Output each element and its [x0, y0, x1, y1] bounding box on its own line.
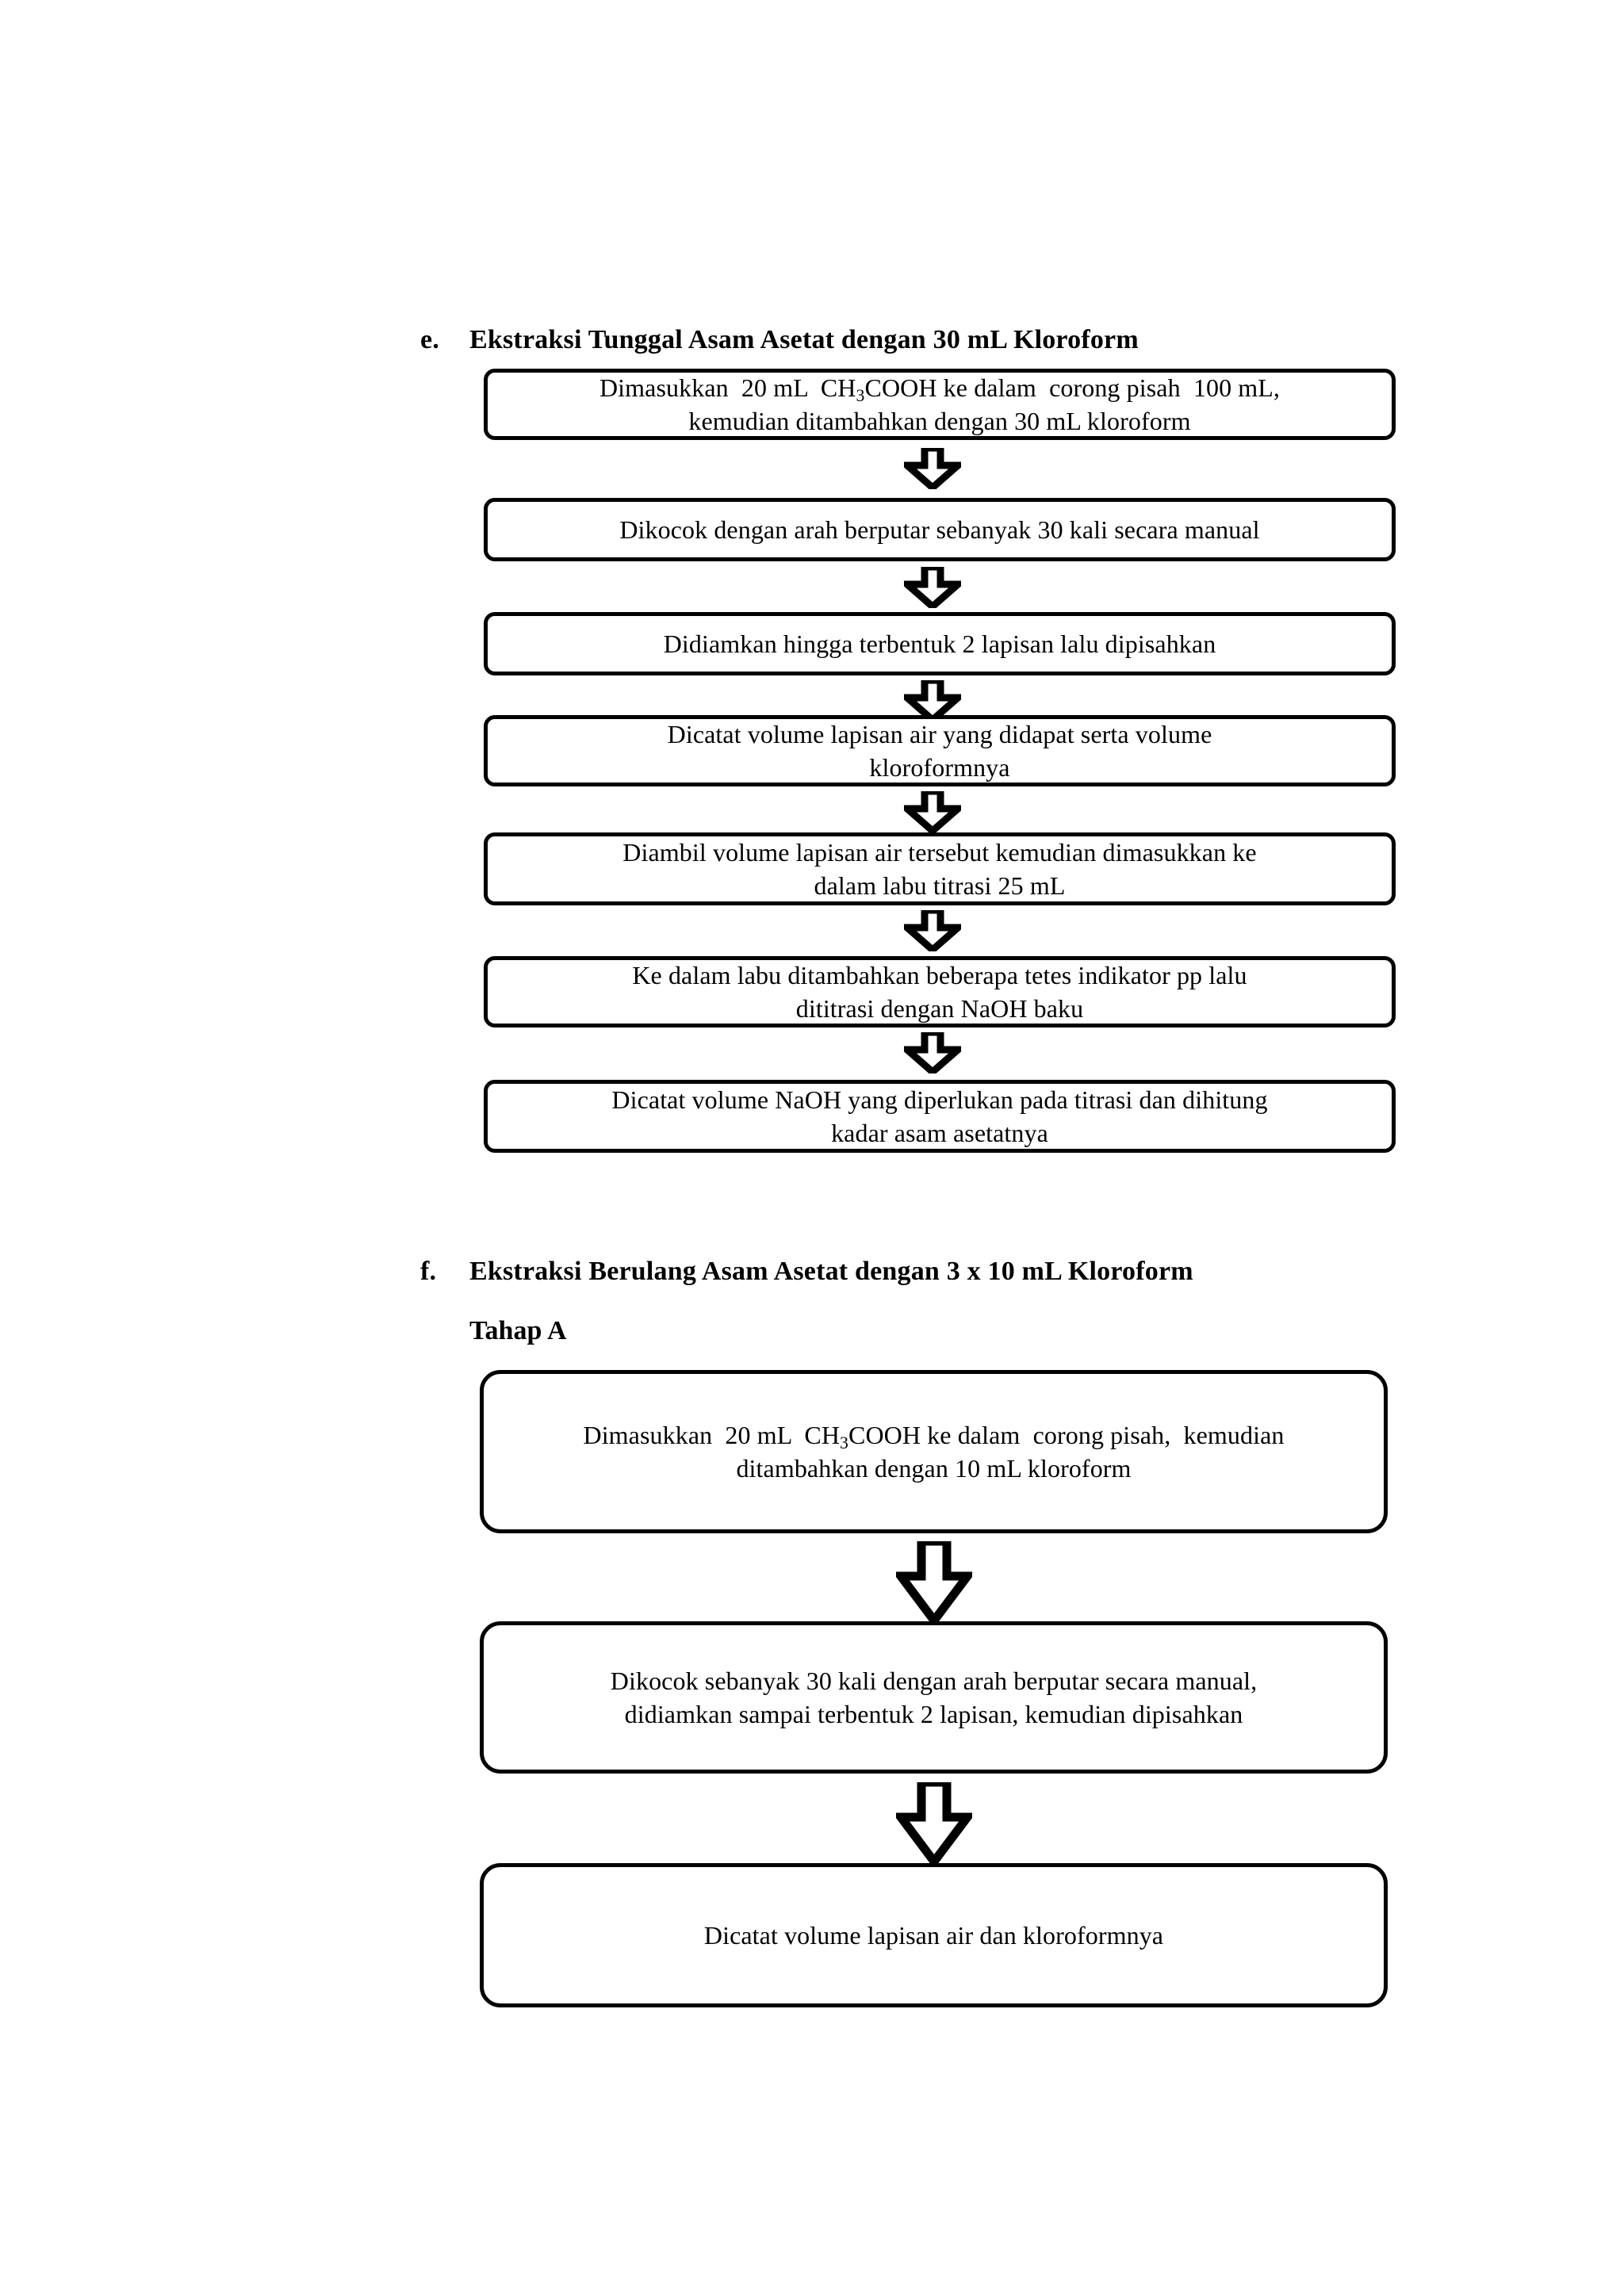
flow-line: Ke dalam labu ditambahkan beberapa tetes…: [632, 960, 1247, 989]
flow-box-f-1-text: Dimasukkan 20 mL CH3COOH ke dalam corong…: [484, 1418, 1384, 1485]
flow-line: Dicatat volume lapisan air yang didapat …: [667, 719, 1212, 748]
down-block-arrow: [904, 910, 961, 951]
flow-line: kadar asam asetatnya: [831, 1119, 1048, 1147]
flow-box-e-3: Didiamkan hingga terbentuk 2 lapisan lal…: [484, 612, 1396, 675]
flow-line: Diambil volume lapisan air tersebut kemu…: [622, 837, 1257, 867]
section-letter-f: f.: [420, 1257, 437, 1286]
flow-line: Didiamkan hingga terbentuk 2 lapisan lal…: [663, 629, 1216, 658]
flow-line: Dicatat volume NaOH yang diperlukan pada…: [611, 1085, 1268, 1114]
flow-box-f-2-text: Dikocok sebanyak 30 kali dengan arah ber…: [484, 1664, 1384, 1731]
flow-line: Dikocok dengan arah berputar sebanyak 30…: [619, 515, 1260, 544]
flow-line: didiamkan sampai terbentuk 2 lapisan, ke…: [624, 1700, 1243, 1728]
section-title-f: Ekstraksi Berulang Asam Asetat dengan 3 …: [469, 1257, 1193, 1286]
flow-box-f-1: Dimasukkan 20 mL CH3COOH ke dalam corong…: [480, 1370, 1388, 1533]
flow-box-e-1-text: Dimasukkan 20 mL CH3COOH ke dalam corong…: [488, 371, 1392, 438]
flow-box-f-3-text: Dicatat volume lapisan air dan kloroform…: [484, 1919, 1384, 1952]
section-letter-e: e.: [420, 325, 439, 354]
flow-line: ditambahkan dengan 10 mL kloroform: [736, 1454, 1132, 1483]
flow-box-e-7-text: Dicatat volume NaOH yang diperlukan pada…: [488, 1083, 1392, 1150]
flow-box-e-1: Dimasukkan 20 mL CH3COOH ke dalam corong…: [484, 369, 1396, 440]
flow-box-e-5-text: Diambil volume lapisan air tersebut kemu…: [488, 836, 1392, 902]
flow-line: Dicatat volume lapisan air dan kloroform…: [703, 1920, 1164, 1950]
flow-box-e-2-text: Dikocok dengan arah berputar sebanyak 30…: [488, 513, 1392, 546]
flow-line: dalam labu titrasi 25 mL: [814, 871, 1066, 900]
flow-box-e-2: Dikocok dengan arah berputar sebanyak 30…: [484, 498, 1396, 561]
flow-box-e-4: Dicatat volume lapisan air yang didapat …: [484, 715, 1396, 786]
flow-box-e-3-text: Didiamkan hingga terbentuk 2 lapisan lal…: [488, 627, 1392, 660]
section-heading-f: f. Ekstraksi Berulang Asam Asetat dengan…: [420, 1257, 1193, 1287]
down-block-arrow: [896, 1782, 972, 1865]
flow-box-f-3: Dicatat volume lapisan air dan kloroform…: [480, 1863, 1388, 2007]
flow-line: Dikocok sebanyak 30 kali dengan arah ber…: [610, 1666, 1258, 1695]
flow-line: Dimasukkan 20 mL CH3COOH ke dalam corong…: [599, 373, 1281, 405]
down-block-arrow: [904, 567, 961, 608]
flow-box-e-6: Ke dalam labu ditambahkan beberapa tetes…: [484, 956, 1396, 1027]
flow-line: kemudian ditambahkan dengan 30 mL klorof…: [688, 407, 1191, 435]
flow-box-f-2: Dikocok sebanyak 30 kali dengan arah ber…: [480, 1621, 1388, 1774]
flow-box-e-4-text: Dicatat volume lapisan air yang didapat …: [488, 718, 1392, 784]
down-block-arrow: [904, 1032, 961, 1073]
flow-line: Dimasukkan 20 mL CH3COOH ke dalam corong…: [583, 1420, 1285, 1452]
flow-box-e-5: Diambil volume lapisan air tersebut kemu…: [484, 832, 1396, 905]
down-block-arrow: [904, 448, 961, 489]
down-block-arrow: [896, 1541, 972, 1624]
sub-heading-tahap-a: Tahap A: [469, 1316, 567, 1345]
section-heading-e: e. Ekstraksi Tunggal Asam Asetat dengan …: [420, 325, 1139, 355]
flow-box-e-7: Dicatat volume NaOH yang diperlukan pada…: [484, 1080, 1396, 1153]
flow-line: kloroformnya: [869, 753, 1010, 782]
section-title-e: Ekstraksi Tunggal Asam Asetat dengan 30 …: [469, 325, 1139, 354]
down-block-arrow: [904, 680, 961, 721]
flow-line: dititrasi dengan NaOH baku: [795, 994, 1084, 1023]
flow-box-e-6-text: Ke dalam labu ditambahkan beberapa tetes…: [488, 959, 1392, 1025]
down-block-arrow: [904, 791, 961, 832]
